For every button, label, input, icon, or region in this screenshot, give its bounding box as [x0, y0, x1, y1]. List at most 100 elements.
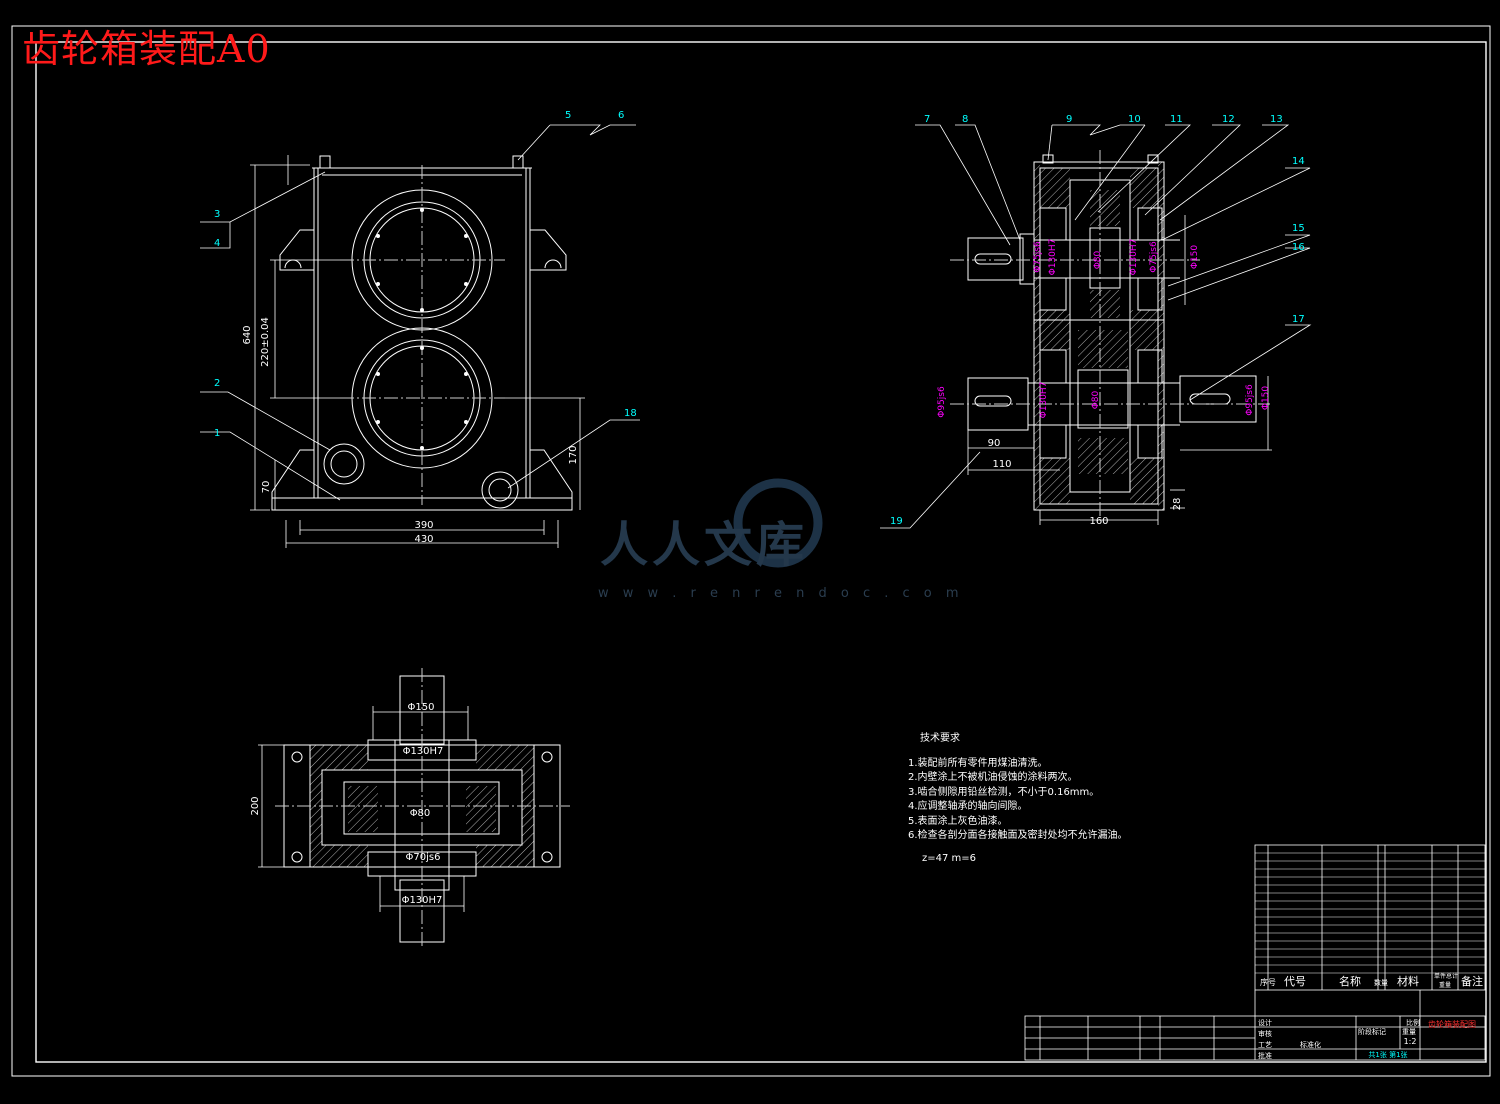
label-4: 4	[214, 238, 220, 249]
hdr-code: 代号	[1284, 975, 1306, 988]
dim-len1: 90	[988, 438, 1001, 449]
hdr-seq: 序号	[1260, 977, 1276, 987]
hdr-unit-wt: 单件	[1434, 972, 1446, 980]
label-15: 15	[1292, 223, 1305, 234]
dim-d11: Φ150	[1261, 386, 1271, 411]
label-16: 16	[1292, 242, 1305, 253]
label-8: 8	[962, 114, 968, 125]
side-hatching	[1034, 162, 1164, 510]
label-18: 18	[624, 408, 637, 419]
drawing-name: 齿轮箱装配图	[1428, 1019, 1476, 1029]
label-12: 12	[1222, 114, 1235, 125]
front-leaders	[200, 124, 640, 501]
hdr-name: 名称	[1339, 974, 1361, 988]
title-block-header: 序号 代号 名称 数量 材料 单件 总计 重量 备注	[1260, 972, 1483, 989]
dim-d9: Φ80	[1091, 390, 1101, 409]
label-3: 3	[214, 209, 220, 220]
front-dim-lines	[250, 155, 585, 548]
top-dim-lines	[258, 706, 469, 912]
tech-item-3: 3.啮合侧隙用铅丝检测，不小于0.16mm。	[908, 786, 1100, 798]
title-block-main: 齿轮箱装配图 1:2 共1张 第1张 设计 审核 工艺 批准 标准化 阶段标记 …	[1258, 1018, 1476, 1060]
tech-item-1: 1.装配前所有零件用煤油清洗。	[908, 757, 1048, 769]
label-5: 5	[565, 110, 571, 121]
inner-frame	[35, 41, 1487, 1063]
hdr-total-wt: 总计	[1446, 972, 1458, 980]
front-part-labels: 1 2 3 4 5 6 18	[214, 110, 637, 439]
dim-d4: Φ130H7	[1129, 239, 1139, 276]
lbl-weight: 重量	[1402, 1028, 1416, 1036]
dim-d1: Φ75js6	[1033, 241, 1043, 273]
hdr-weight: 重量	[1439, 981, 1451, 989]
gear-params: z=47 m=6	[922, 852, 977, 864]
lbl-check: 审核	[1258, 1029, 1272, 1038]
side-part-labels: 7 8 9 10 11 12 13 14 15 16 17 19	[890, 114, 1305, 527]
sheet-number: 共1张 第1张	[1368, 1050, 1407, 1059]
dim-top-d150: Φ150	[408, 702, 435, 713]
lbl-approve: 批准	[1258, 1051, 1272, 1060]
label-13: 13	[1270, 114, 1283, 125]
watermark-logo	[733, 478, 823, 568]
label-1: 1	[214, 428, 220, 439]
dim-top-d130b: Φ130H7	[402, 895, 443, 906]
dim-d10: Φ95js6	[1245, 384, 1255, 416]
front-dim-text: 640 220±0.04 70 170 390 430	[242, 317, 579, 545]
dim-len2: 110	[992, 459, 1011, 470]
dim-outer-width: 430	[414, 534, 433, 545]
label-9: 9	[1066, 114, 1072, 125]
hdr-material: 材料	[1397, 974, 1419, 988]
dim-top-d130: Φ130H7	[403, 746, 444, 757]
side-dim-lines	[967, 215, 1272, 525]
lbl-stage: 阶段标记	[1358, 1027, 1386, 1036]
lbl-design: 设计	[1258, 1018, 1272, 1027]
dim-height: 640	[242, 325, 253, 344]
outer-frame	[11, 25, 1491, 1077]
top-hatching	[310, 745, 534, 867]
side-dim-text-white: 90 110 160 28	[988, 438, 1183, 527]
dim-inner-width: 390	[414, 520, 433, 531]
label-10: 10	[1128, 114, 1141, 125]
dim-width: 160	[1089, 516, 1108, 527]
side-dim-text: Φ75js6 Φ130H7 Φ80 Φ130H7 Φ75js6 Φ150 Φ95…	[937, 239, 1271, 419]
tech-requirements: 技术要求 1.装配前所有零件用煤油清洗。 2.内壁涂上不被机油侵蚀的涂料两次。 …	[908, 732, 1128, 866]
dim-center-dist: 220±0.04	[260, 317, 271, 367]
dim-small: 28	[1172, 498, 1183, 511]
parts-rows	[1255, 852, 1485, 974]
dim-top-height: 200	[250, 796, 261, 815]
watermark-text: 人人文库	[600, 505, 808, 575]
label-14: 14	[1292, 156, 1305, 167]
hdr-qty: 数量	[1374, 978, 1388, 987]
lbl-process: 工艺	[1258, 1041, 1272, 1049]
tech-heading: 技术要求	[920, 733, 960, 744]
lbl-std: 标准化	[1300, 1040, 1321, 1049]
dim-right-height: 170	[568, 445, 579, 464]
side-leaders	[880, 124, 1312, 529]
dim-top-d80: Φ80	[410, 808, 431, 819]
tech-item-6: 6.检查各剖分面各接触面及密封处均不允许漏油。	[908, 830, 1128, 841]
dim-d8: Φ130H7	[1039, 382, 1049, 419]
drawing-title: 齿轮箱装配A0	[22, 27, 271, 71]
watermark-cn: 人人文库	[600, 517, 809, 573]
label-6: 6	[618, 110, 624, 121]
bolt-holes-front	[376, 208, 468, 450]
dim-d5: Φ75js6	[1149, 241, 1159, 273]
lbl-ratio: 比例	[1406, 1018, 1420, 1027]
hdr-note: 备注	[1461, 974, 1483, 988]
dim-d3: Φ80	[1093, 250, 1103, 269]
tech-item-5: 5.表面涂上灰色油漆。	[908, 815, 1008, 827]
dim-d2: Φ130H7	[1048, 239, 1058, 276]
watermark-url: w w w . r e n r e n d o c . c o m	[598, 586, 964, 601]
top-dim-text: Φ150 Φ130H7 Φ80 Φ70js6 Φ130H7 200	[250, 702, 443, 906]
label-2: 2	[214, 378, 220, 389]
dim-bottom-height: 70	[261, 481, 272, 494]
label-19: 19	[890, 516, 903, 527]
dim-top-d70: Φ70js6	[406, 852, 441, 863]
dim-d6: Φ150	[1190, 245, 1200, 270]
label-7: 7	[924, 114, 930, 125]
tech-item-2: 2.内壁涂上不被机油侵蚀的涂料两次。	[908, 772, 1078, 783]
label-17: 17	[1292, 314, 1305, 325]
dim-d7: Φ95js6	[937, 386, 947, 418]
label-11: 11	[1170, 114, 1183, 125]
scale: 1:2	[1404, 1037, 1417, 1046]
tech-item-4: 4.应调整轴承的轴向间隙。	[908, 801, 1028, 812]
